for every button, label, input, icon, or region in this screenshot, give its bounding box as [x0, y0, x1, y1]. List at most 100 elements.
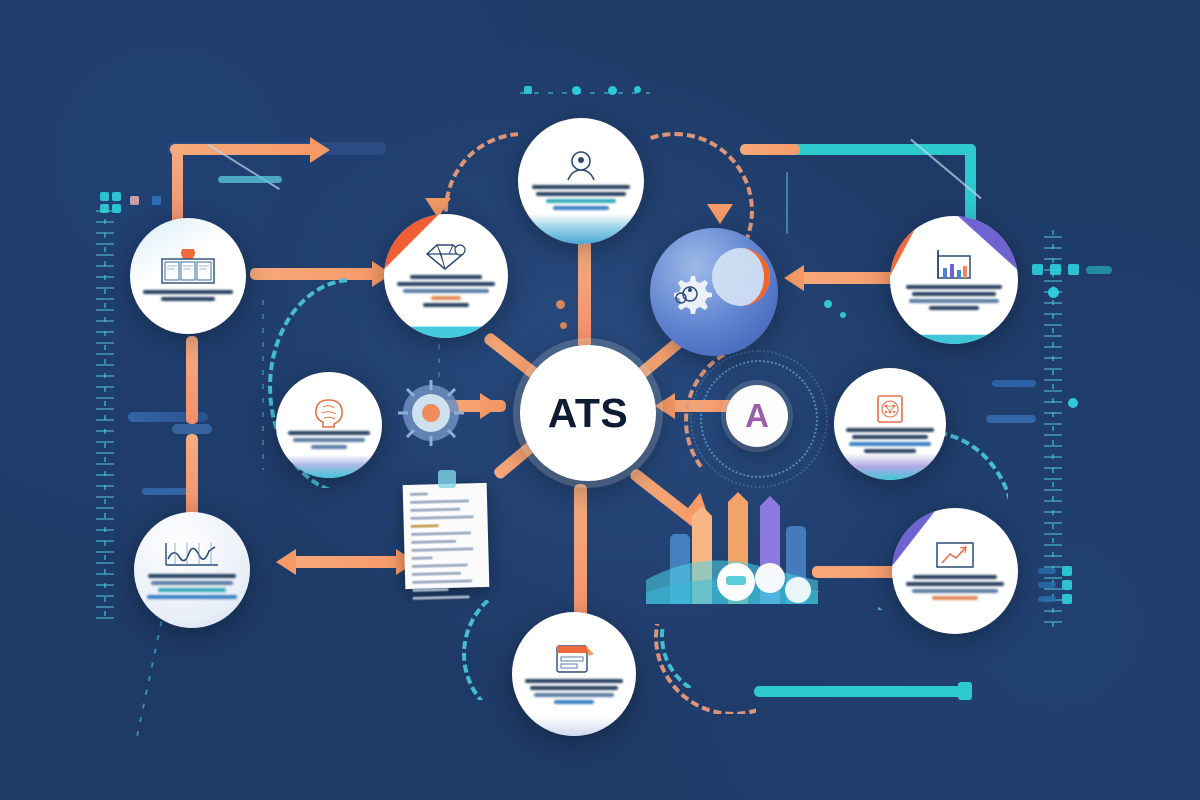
- decor-dot: [608, 86, 617, 95]
- connector-dashed-arc-bottom-left: [648, 624, 756, 714]
- decor-square: [130, 196, 139, 205]
- bar-chart-illustration-icon: [640, 476, 820, 604]
- node-letter-a-badge[interactable]: A: [726, 385, 788, 447]
- node-company-analytics[interactable]: company-analytics: [890, 216, 1018, 344]
- brain-head-icon: [315, 399, 343, 428]
- decor-pill: [1038, 596, 1056, 602]
- node-company-analytics-content: company-analytics: [903, 248, 1005, 313]
- decor-tick-column-mid: [438, 330, 440, 390]
- decor-square: [1062, 566, 1072, 576]
- decor-square: [112, 204, 121, 213]
- decor-pill: [986, 415, 1036, 423]
- decor-dot: [634, 86, 641, 93]
- node-accent-foot: [276, 372, 382, 478]
- building-chart-icon: [937, 249, 971, 279]
- hub-ats[interactable]: ATS: [520, 345, 656, 481]
- form-card-icon: [556, 644, 594, 673]
- connector-right-rail: [790, 272, 918, 284]
- connector-bottom-teal-cap: [958, 682, 972, 700]
- connector-left-vertical-lower: [186, 434, 198, 518]
- node-ai-screening[interactable]: ai-screening: [276, 372, 382, 478]
- decor-tick-column-mid: [262, 300, 264, 470]
- document-network-icon: [877, 394, 903, 423]
- node-application-form[interactable]: application-form: [512, 612, 636, 736]
- gear-sphere-icon: [674, 276, 712, 314]
- gem-diamond-icon: [425, 244, 466, 270]
- node-resume-parsing[interactable]: resume-parsing: [130, 218, 246, 334]
- node-candidate-profile-content: candidate-profile: [531, 150, 632, 213]
- decor-square: [100, 204, 109, 213]
- arrowhead-hub-right: [655, 393, 675, 419]
- connector-top-right-rail: [786, 144, 976, 155]
- node-automation-engine[interactable]: automation-engine: [650, 228, 778, 356]
- node-accent-foot: [834, 368, 946, 480]
- decor-square: [1050, 264, 1061, 275]
- connector-dashed-arc-mid-right: [684, 348, 774, 468]
- node-performance-trend-content: performance-trend: [146, 539, 239, 602]
- connector-dashed-arc-bottom-right: [432, 600, 524, 700]
- decor-square: [100, 192, 109, 201]
- connector-top-right-drop: [965, 144, 976, 248]
- arrowhead-down-topright: [707, 204, 733, 224]
- decor-square: [1032, 264, 1043, 275]
- arrowhead-right-top-left: [310, 137, 330, 163]
- decor-pill: [1038, 582, 1056, 588]
- node-neural-document[interactable]: neural-document: [834, 368, 946, 480]
- decor-pill: [128, 412, 208, 422]
- decor-square: [1062, 594, 1072, 604]
- node-resume-parsing-id: resume-parsing: [188, 304, 189, 305]
- node-reporting-dashboard-content: reporting-dashboard: [905, 540, 1006, 603]
- decor-square: [112, 192, 121, 201]
- decor-dot: [824, 300, 832, 308]
- connector-dashed-arc-mid-left: [268, 278, 348, 488]
- decor-pill: [172, 424, 212, 434]
- decor-dot: [560, 322, 567, 329]
- node-neural-document-content: neural-document: [845, 393, 935, 456]
- node-performance-trend-id: performance-trend: [192, 602, 193, 603]
- node-accent-foot: [512, 612, 636, 736]
- arrowhead-right-rail: [784, 265, 804, 291]
- node-candidate-profile[interactable]: candidate-profile: [518, 118, 644, 244]
- decor-pill: [1086, 266, 1112, 274]
- decor-pill: [992, 380, 1036, 387]
- arrowhead-bottom-left: [276, 549, 296, 575]
- connector-top-left-drop: [172, 144, 183, 230]
- node-performance-trend[interactable]: performance-trend: [134, 512, 250, 628]
- connector-bottom-teal-rail: [754, 686, 966, 697]
- node-accent-foot: [892, 508, 1018, 634]
- decor-tick-row-top: [520, 92, 650, 94]
- node-reporting-dashboard[interactable]: reporting-dashboard: [892, 508, 1018, 634]
- decor-hatch-right: [1044, 236, 1062, 628]
- arrowhead-hub-left: [480, 393, 500, 419]
- decor-square: [524, 86, 532, 94]
- connector-dashed-arc-bottom-cy: [660, 628, 740, 688]
- connector-left-vertical-upper: [186, 336, 198, 424]
- node-application-form-content: application-form: [524, 642, 623, 707]
- decor-dot: [1068, 398, 1078, 408]
- clipboard-clip-icon: [438, 470, 456, 488]
- connector-hub-to-bottom: [574, 484, 587, 634]
- person-badge-icon: [567, 150, 595, 180]
- decor-square: [1068, 264, 1079, 275]
- node-keyword-matching[interactable]: keyword-matching: [384, 214, 508, 338]
- presentation-chart-icon: [936, 541, 974, 568]
- decor-hairline: [786, 172, 788, 234]
- connector-dashed-arc-topleft: [408, 132, 518, 236]
- compass-rosette-icon: [398, 380, 464, 446]
- decor-pill: [218, 176, 282, 183]
- decor-pill: [1038, 568, 1056, 574]
- node-keyword-matching-content: keyword-matching: [396, 242, 495, 310]
- decor-dot: [840, 312, 846, 318]
- decor-dot: [572, 86, 581, 95]
- decor-tick-column-left-lower: [135, 621, 163, 739]
- decor-hatch-left: [96, 210, 114, 620]
- connector-top-right-orange-seg: [740, 144, 800, 155]
- node-ai-screening-content: ai-screening: [287, 398, 372, 452]
- decor-pill: [142, 488, 198, 495]
- wave-line-chart-icon: [165, 542, 218, 566]
- connector-left-rail: [250, 268, 376, 280]
- connector-top-left-bracket: [170, 144, 314, 155]
- columns-document-icon: [161, 248, 215, 284]
- connector-hub-from-top: [578, 240, 591, 348]
- decor-dot: [1048, 287, 1059, 298]
